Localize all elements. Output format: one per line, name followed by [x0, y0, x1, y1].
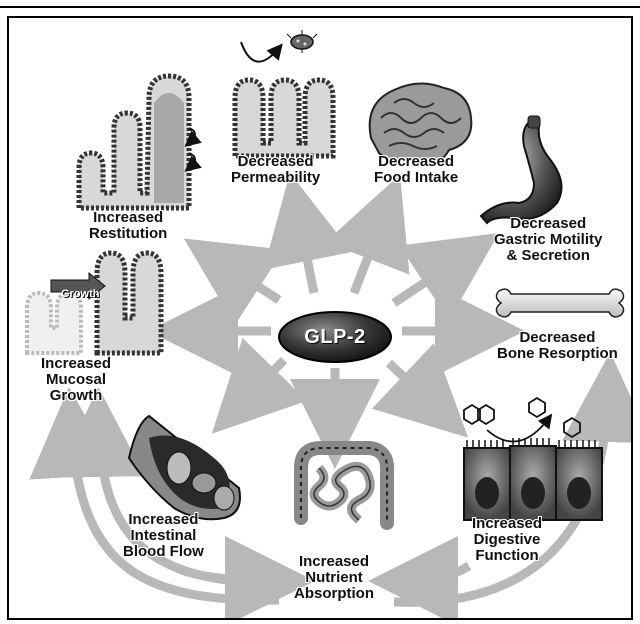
bone-icon — [496, 289, 623, 317]
brain-icon — [370, 83, 472, 164]
molecule-icon — [464, 398, 580, 442]
epithelial-cells-icon — [464, 438, 602, 520]
arrow-gastric — [394, 253, 469, 303]
growth-tag: Growth — [61, 288, 100, 300]
glp2-label: GLP-2 — [279, 313, 391, 361]
label-digestive: IncreasedDigestiveFunction — [472, 516, 542, 564]
arrow-blood-flow — [237, 360, 284, 408]
label-bone: DecreasedBone Resorption — [497, 330, 618, 362]
villi-mucosal-growth-icon — [27, 253, 161, 353]
label-blood-flow: IncreasedIntestinalBlood Flow — [123, 512, 204, 560]
label-food-intake: DecreasedFood Intake — [374, 154, 458, 186]
label-nutrient: IncreasedNutrientAbsorption — [294, 554, 374, 602]
villi-restitution-icon — [79, 76, 195, 208]
intestine-icon — [301, 448, 387, 523]
diagram-frame: GLP-2 Growth IncreasedRestitution Decrea… — [7, 16, 633, 620]
label-restitution: IncreasedRestitution — [89, 210, 167, 242]
stomach-icon — [481, 116, 562, 223]
blood-vessel-icon — [129, 416, 240, 519]
top-rule — [0, 6, 640, 8]
arrow-bloodflow-to-nutrient — [177, 568, 279, 581]
arrow-restitution — [214, 258, 279, 300]
label-gastric: DecreasedGastric Motility& Secretion — [494, 216, 602, 264]
bacterium-icon — [287, 30, 317, 53]
arrow-food-intake — [354, 208, 387, 293]
villi-permeability-icon — [235, 30, 333, 156]
arrow-digestive-to-nutrient — [404, 566, 469, 581]
arrow-permeability — [297, 208, 314, 293]
arrow-digestive — [389, 363, 442, 413]
label-mucosal: IncreasedMucosalGrowth — [41, 356, 111, 404]
label-permeability: DecreasedPermeability — [231, 154, 320, 186]
